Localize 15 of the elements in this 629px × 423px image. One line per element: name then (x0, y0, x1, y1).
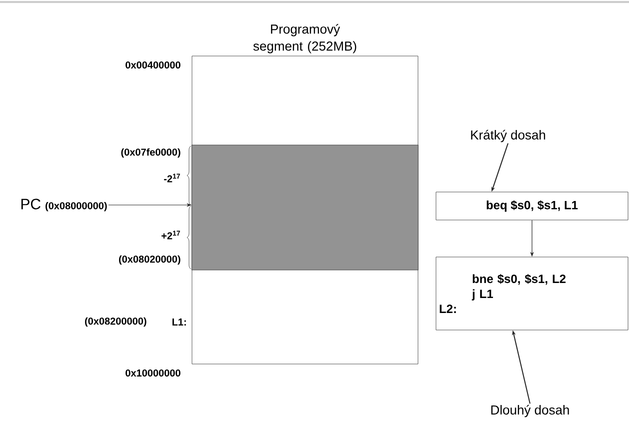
address-label: (0x08200000) (85, 317, 146, 327)
address-label: L1: (172, 318, 186, 326)
pc-label: PC (0x08000000) (21, 198, 107, 212)
shaded-range (192, 144, 418, 270)
address-label: (0x07fe0000) (121, 148, 180, 158)
address-label: (0x08020000) (119, 255, 180, 265)
instruction-box: bne $s0, $s1, L2 j L1 L2: (436, 256, 628, 330)
node-label: Programový segment (252MB) (253, 24, 356, 54)
instruction-box: beq $s0, $s1, L1 (436, 192, 628, 220)
address-label: +2$^{17}$ (162, 230, 180, 240)
address-label: -2$^{17}$ (164, 174, 180, 182)
address-label: 0x10000000 (126, 369, 180, 377)
caption-text: Dlouhý dosah (491, 404, 569, 418)
caption-text: Krátký dosah (471, 130, 546, 142)
address-label: 0x00400000 (126, 61, 180, 69)
